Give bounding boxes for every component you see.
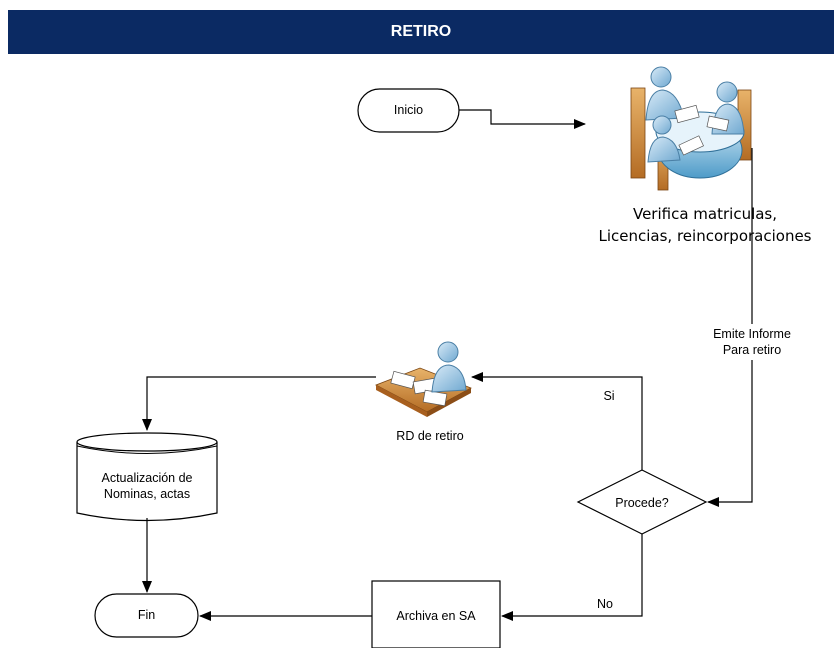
- report-edge-label-line1: Emite Informe: [713, 327, 791, 341]
- decision-label: Procede?: [615, 496, 669, 510]
- yes-edge-label: Si: [603, 389, 615, 403]
- report-edge-label: Emite Informe Para retiro: [700, 326, 804, 358]
- desk-worker-icon: [375, 341, 472, 417]
- end-node: [94, 593, 199, 638]
- verify-label-line2: Licencias, reincorporaciones: [598, 227, 812, 245]
- diagram-title-bar: RETIRO: [8, 10, 834, 54]
- database-label-line1: Actualización de: [101, 471, 193, 485]
- archive-node: [371, 580, 501, 648]
- edge-verify-to-decision: [707, 148, 753, 507]
- edge-start-to-verify: [459, 109, 586, 129]
- diagram-title: RETIRO: [390, 23, 452, 40]
- edge-rd-to-db: [142, 376, 376, 431]
- edge-decision-yes: [471, 372, 643, 470]
- database-label: Actualización de Nominas, actas: [77, 470, 217, 502]
- rd-label: RD de retiro: [396, 429, 464, 443]
- meeting-icon: [630, 66, 752, 191]
- archive-label: Archiva en SA: [396, 609, 476, 623]
- no-edge-label: No: [597, 597, 613, 611]
- database-label-line2: Nominas, actas: [103, 487, 191, 501]
- report-edge-label-line2: Para retiro: [722, 343, 782, 357]
- start-label: Inicio: [393, 103, 424, 117]
- edge-decision-no: [501, 534, 643, 621]
- end-label: Fin: [137, 608, 156, 622]
- verify-label-line1: Verifica matriculas,: [632, 205, 778, 223]
- database-node: [76, 432, 218, 522]
- verify-label: Verifica matriculas, Licencias, reincorp…: [570, 203, 839, 247]
